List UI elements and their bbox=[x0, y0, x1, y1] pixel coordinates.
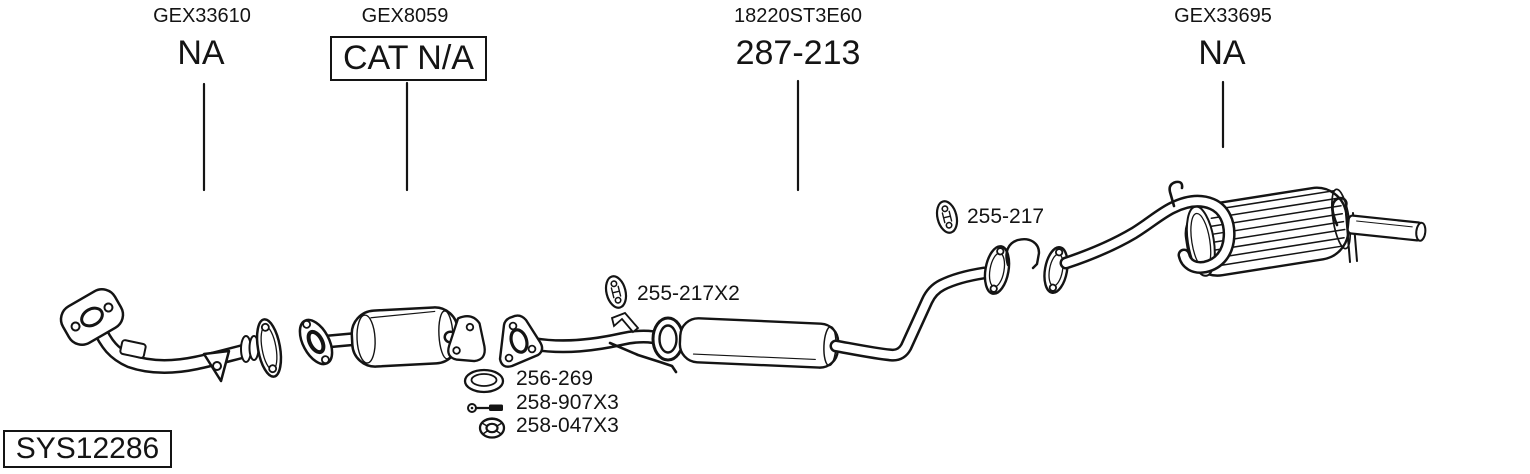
cat-ref: GEX8059 bbox=[361, 5, 449, 27]
joint-bracket-wire bbox=[1005, 238, 1041, 270]
leader-lines bbox=[202, 79, 1225, 192]
hanger-label: 255-217 bbox=[967, 205, 1045, 228]
cat-status: CAT N/A bbox=[343, 39, 474, 77]
tailpipe-drawing bbox=[1346, 214, 1427, 242]
rubber-hanger-icon bbox=[935, 200, 959, 234]
rear-silencer-status: NA bbox=[1198, 34, 1246, 72]
gasket-ring-icon bbox=[463, 368, 505, 394]
rear-pipe-inlet-flange bbox=[1043, 246, 1069, 294]
center-section-status: 287-213 bbox=[735, 34, 861, 72]
rear-hook bbox=[1331, 196, 1348, 227]
cat-status-box: CAT N/A bbox=[330, 36, 487, 81]
system-code-box: SYS12286 bbox=[3, 430, 172, 468]
rubber-hanger-icon bbox=[604, 275, 628, 309]
center-pipe-inlet-flange bbox=[498, 314, 544, 368]
front-pipe-head-flange bbox=[59, 288, 125, 346]
nut-label: 258-047X3 bbox=[516, 414, 619, 437]
flange-nut-icon bbox=[478, 417, 506, 439]
center-section-ref: 18220ST3E60 bbox=[734, 5, 862, 27]
front-pipe-ref: GEX33610 bbox=[153, 5, 251, 27]
cat-outlet-flange bbox=[447, 315, 486, 363]
catalytic-converter-drawing bbox=[298, 306, 486, 368]
silencer-inlet-collar bbox=[651, 316, 685, 362]
front-pipe-status: NA bbox=[177, 34, 225, 72]
gasket-label: 256-269 bbox=[516, 367, 594, 390]
bolt-icon bbox=[467, 403, 503, 413]
system-code: SYS12286 bbox=[15, 432, 160, 465]
front-hook bbox=[1168, 180, 1184, 208]
hanger-x2-label: 255-217X2 bbox=[637, 282, 740, 305]
pipe-bracket bbox=[119, 339, 147, 359]
rear-section-drawing bbox=[1005, 180, 1427, 294]
cat-body bbox=[350, 306, 460, 368]
pipe-gusset bbox=[202, 349, 231, 383]
front-pipe-rear-flange bbox=[255, 318, 283, 378]
bolt-label: 258-907X3 bbox=[516, 391, 619, 414]
rear-pipe-drawing bbox=[1059, 194, 1236, 274]
center-pipe-outlet-flange bbox=[983, 245, 1011, 295]
center-pipe-drawing bbox=[498, 245, 1011, 374]
hanger-strap bbox=[610, 311, 640, 334]
hanger-rod bbox=[608, 341, 678, 374]
middle-silencer-drawing bbox=[678, 317, 840, 369]
rear-silencer-ref: GEX33695 bbox=[1174, 5, 1272, 27]
front-pipe-drawing bbox=[59, 288, 283, 383]
cat-inlet-flange bbox=[298, 318, 334, 366]
